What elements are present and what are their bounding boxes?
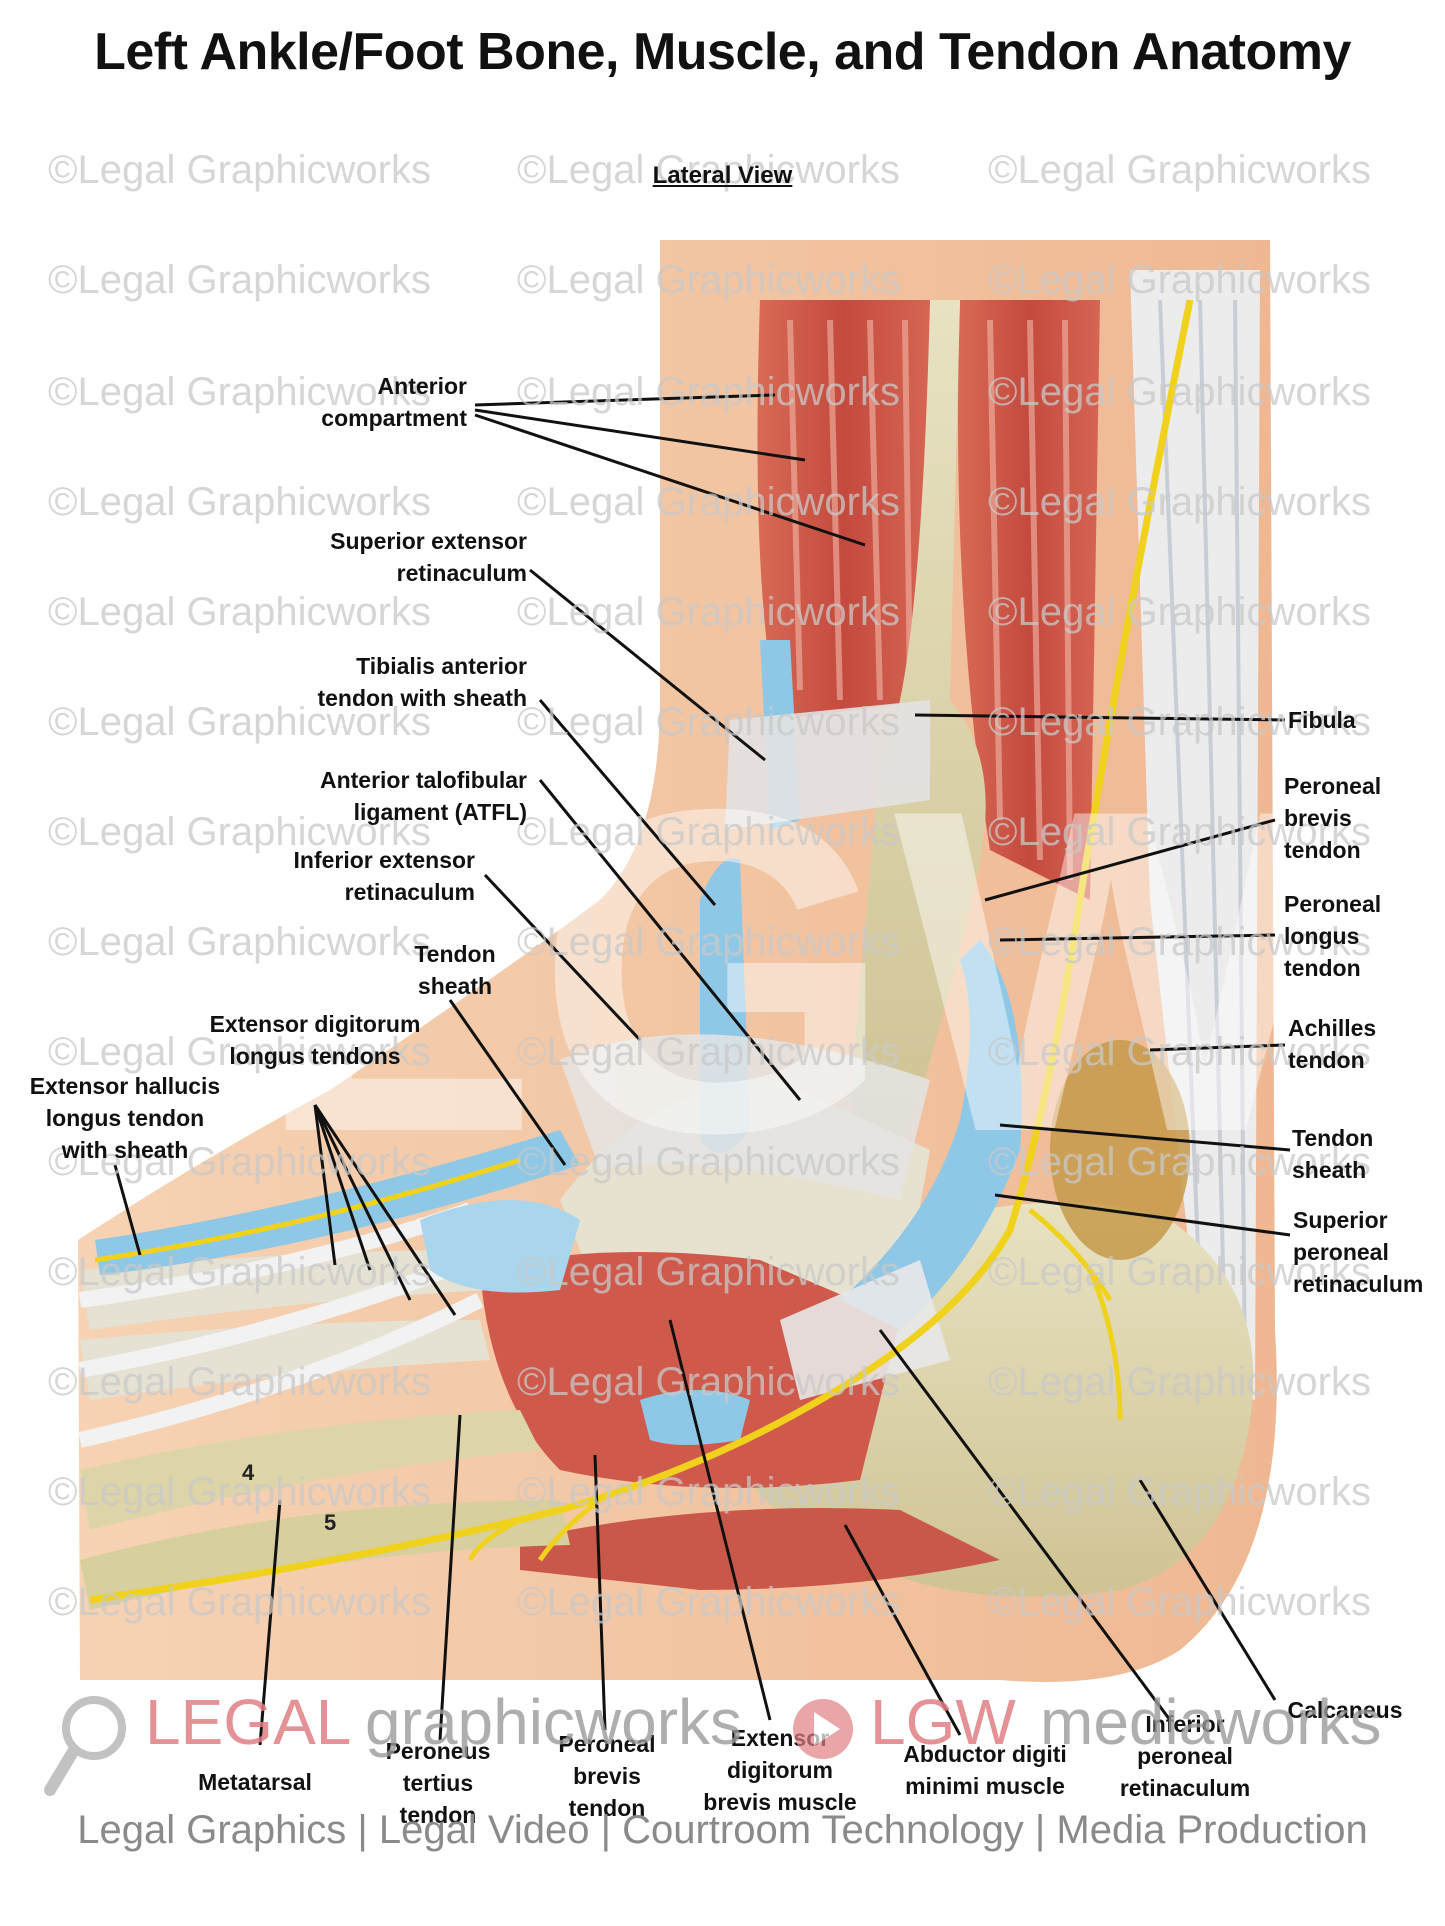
achilles-band [1130, 270, 1260, 1400]
metatarsal-number-5: 5 [324, 1510, 337, 1535]
label-metatarsal: Metatarsal [198, 1769, 312, 1795]
brand-lgw: LGW [870, 1686, 1016, 1758]
page-subtitle: Lateral View [652, 162, 793, 189]
inferior-extensor-retinaculum-band [560, 1034, 930, 1200]
metatarsal-number-4: 4 [242, 1460, 255, 1485]
brand-legal: LEGAL [145, 1686, 352, 1758]
foot-muscle [480, 1252, 900, 1488]
brand-mediaworks: mediaworks [1040, 1686, 1382, 1758]
brand-graphicworks: graphicworks [365, 1686, 743, 1758]
label-fibula: Fibula [1288, 707, 1356, 733]
page-title: Left Ankle/Foot Bone, Muscle, and Tendon… [94, 23, 1351, 81]
metatarsal-bones [80, 1410, 540, 1530]
magnifier-icon [44, 1696, 126, 1796]
svg-text:LGW: LGW [255, 715, 1332, 1228]
label-calcaneus: Calcaneus [1287, 1697, 1403, 1723]
play-icon [793, 1699, 853, 1759]
sural-nerve [89, 299, 1194, 1604]
superior-extensor-retinaculum-band [725, 700, 930, 830]
footer-text: Legal Graphics | Legal Video | Courtroom… [77, 1808, 1368, 1852]
peroneal-sheath [840, 940, 1022, 1330]
